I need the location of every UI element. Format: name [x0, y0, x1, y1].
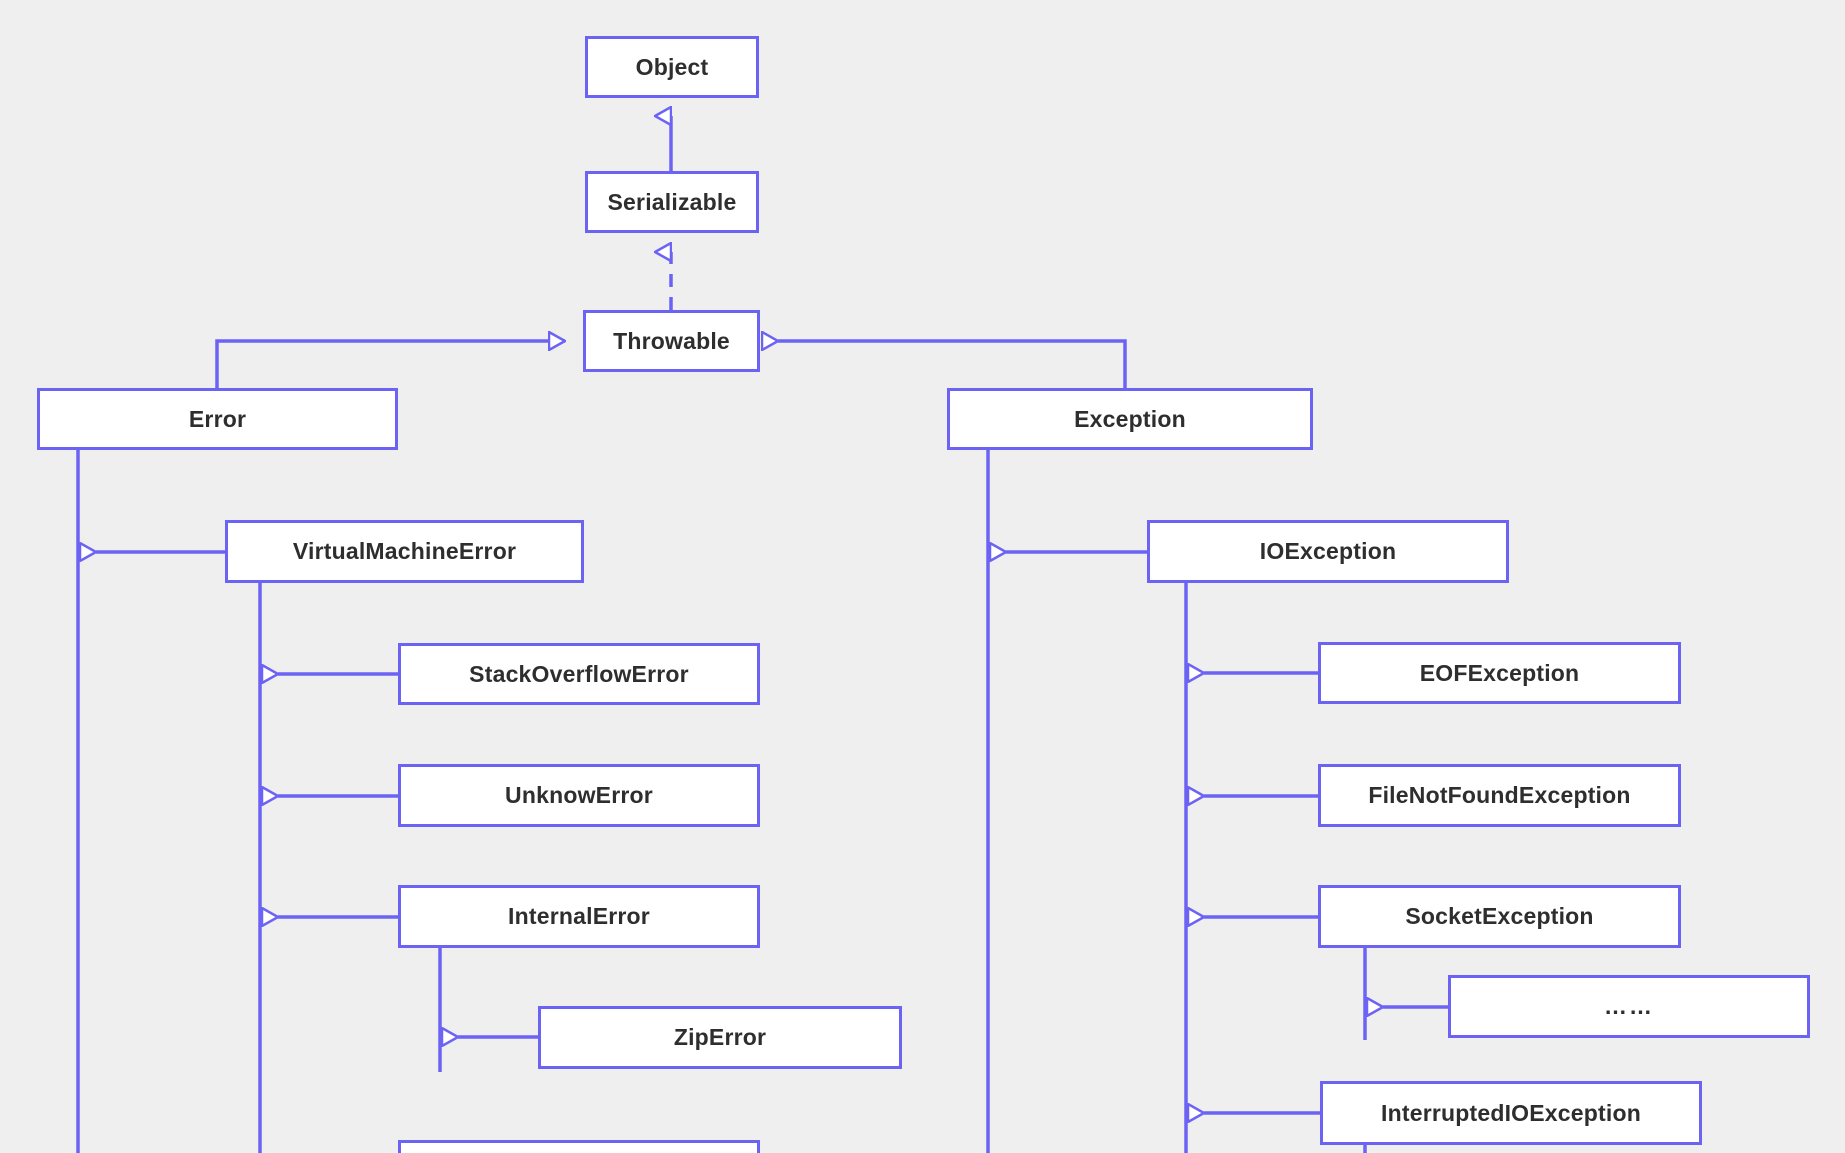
- class-node-label: Exception: [1074, 405, 1186, 432]
- class-node-eofexception[interactable]: EOFException: [1318, 642, 1681, 704]
- class-node-label: IOException: [1259, 538, 1397, 564]
- class-node-label: Object: [635, 53, 709, 80]
- class-node-exception[interactable]: Exception: [947, 388, 1313, 450]
- class-node-label: Serializable: [607, 188, 737, 215]
- class-node-label: InterruptedIOException: [1381, 1099, 1641, 1126]
- class-node-internalerror[interactable]: InternalError: [398, 885, 760, 948]
- class-node-error-child-truncated[interactable]: [398, 1140, 760, 1153]
- class-node-ziperror[interactable]: ZipError: [538, 1006, 902, 1069]
- class-node-label: StackOverflowError: [469, 660, 689, 687]
- class-node-ellipsis[interactable]: ……: [1448, 975, 1810, 1038]
- class-node-label: EOFException: [1419, 659, 1580, 686]
- class-node-error[interactable]: Error: [37, 388, 398, 450]
- class-node-label: Throwable: [613, 327, 730, 354]
- class-node-label: ……: [1604, 993, 1654, 1019]
- class-node-label: VirtualMachineError: [292, 538, 517, 564]
- class-node-label: Error: [188, 405, 247, 432]
- class-node-interruptedioexception[interactable]: InterruptedIOException: [1320, 1081, 1702, 1145]
- class-node-label: UnknowError: [505, 782, 653, 808]
- edge-exception-to-throwable: [778, 341, 1127, 388]
- class-node-unknowerror[interactable]: UnknowError: [398, 764, 760, 827]
- class-node-serializable[interactable]: Serializable: [585, 171, 759, 233]
- class-node-label: SocketException: [1405, 903, 1594, 929]
- edge-error-to-throwable: [215, 341, 565, 388]
- class-node-object[interactable]: Object: [585, 36, 759, 98]
- class-node-label: FileNotFoundException: [1368, 782, 1631, 808]
- class-node-socketexception[interactable]: SocketException: [1318, 885, 1681, 948]
- class-node-filenotfoundexception[interactable]: FileNotFoundException: [1318, 764, 1681, 827]
- class-node-throwable[interactable]: Throwable: [583, 310, 760, 372]
- class-node-virtualmachineerror[interactable]: VirtualMachineError: [225, 520, 584, 583]
- class-node-label: ZipError: [673, 1024, 767, 1050]
- class-node-ioexception[interactable]: IOException: [1147, 520, 1509, 583]
- class-node-label: InternalError: [508, 903, 650, 929]
- class-node-stackoverflowerror[interactable]: StackOverflowError: [398, 643, 760, 705]
